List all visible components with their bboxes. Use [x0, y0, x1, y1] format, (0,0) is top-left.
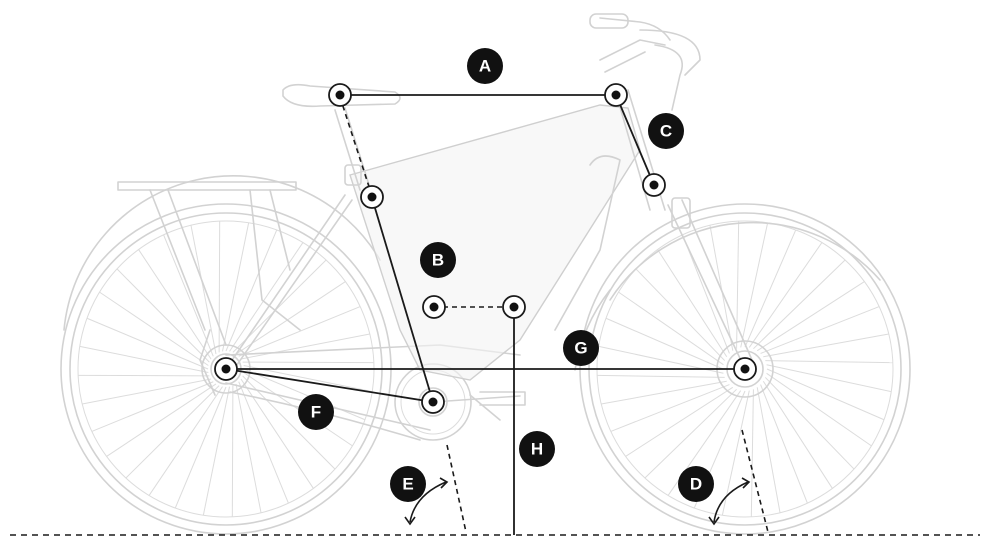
- bottom-bracket-point: [421, 390, 445, 414]
- wheel-spoke: [78, 374, 210, 377]
- wheel-spoke: [766, 372, 872, 447]
- rear-fender: [63, 175, 381, 331]
- wheel-spoke: [610, 384, 730, 432]
- label-badge-e: E: [390, 466, 426, 502]
- head-tube-top-point: [604, 83, 628, 107]
- wheel-spoke: [597, 374, 725, 378]
- wheel-spoke: [763, 333, 889, 358]
- measurement-points: [214, 83, 757, 414]
- wheel-spoke: [138, 249, 212, 360]
- rear-rack: [117, 181, 301, 346]
- bicycle-illustration: [60, 13, 911, 535]
- wheel-spoke: [190, 225, 217, 355]
- wheel-spoke: [242, 361, 374, 364]
- wheel-spoke: [82, 378, 212, 405]
- wheel-spoke: [91, 381, 214, 432]
- wheel-spoke: [625, 386, 734, 457]
- wheel-spoke: [756, 281, 865, 352]
- wheel-spoke: [174, 386, 227, 509]
- wheel-spoke: [765, 360, 893, 364]
- wheel-spoke: [221, 222, 250, 352]
- wheel-spoke: [748, 242, 823, 348]
- wheel-spoke: [753, 259, 846, 350]
- wheel-spoke: [238, 381, 289, 504]
- rear-axle-point: [214, 357, 238, 381]
- wheel-spoke: [682, 234, 730, 354]
- saddle: [282, 83, 401, 108]
- front-axle-point: [733, 357, 757, 381]
- handlebar: [589, 13, 701, 111]
- wheel-spoke: [86, 317, 209, 370]
- saddle-point: [328, 83, 352, 107]
- wheel-spoke: [744, 229, 797, 348]
- label-badge-f: F: [298, 394, 334, 430]
- wheel-spoke: [709, 225, 734, 351]
- bottom-bracket-ref-point-right: [502, 295, 526, 319]
- label-badge-h: H: [519, 431, 555, 467]
- wheel-spoke: [766, 364, 892, 393]
- seat-tube-line: [371, 197, 434, 403]
- angle-arrow-e: [409, 481, 447, 523]
- label-h: H: [531, 440, 543, 459]
- wheel-spoke: [760, 384, 808, 504]
- wheel-spoke: [99, 291, 209, 366]
- wheel-spoke: [766, 368, 885, 421]
- label-badge-d: D: [678, 466, 714, 502]
- head-tube-bottom-point: [642, 173, 666, 197]
- label-badge-b: B: [420, 242, 456, 278]
- label-a: A: [479, 57, 491, 76]
- wheel-spoke: [116, 268, 210, 363]
- wheel-spoke: [243, 372, 353, 447]
- wheel-spoke: [106, 383, 217, 457]
- front-fender: [609, 221, 881, 301]
- wheel-spoke: [605, 317, 724, 370]
- seat-tube-point: [360, 185, 384, 209]
- label-b: B: [432, 251, 444, 270]
- wheel-spoke: [235, 281, 346, 355]
- wheel-spoke: [231, 385, 234, 517]
- wheel-spoke: [756, 387, 781, 513]
- wheel-spoke: [644, 388, 737, 479]
- geometry-measurements: [225, 94, 769, 535]
- label-g: G: [574, 339, 587, 358]
- wheel-spoke: [235, 383, 262, 513]
- wheel-spoke: [240, 333, 370, 360]
- label-c: C: [660, 122, 672, 141]
- wheel-spoke: [125, 385, 220, 479]
- wheel-spoke: [764, 377, 855, 470]
- wheel-spoke: [750, 389, 754, 517]
- measure-line-f: [225, 368, 434, 403]
- label-f: F: [311, 403, 321, 422]
- wheel-spoke: [242, 375, 336, 470]
- angle-arrow-d: [713, 481, 749, 523]
- label-d: D: [690, 475, 702, 494]
- wheel-spoke: [618, 291, 724, 366]
- wheel-spoke: [225, 229, 278, 352]
- measure-line-c: [615, 94, 655, 186]
- label-badge-g: G: [563, 330, 599, 366]
- wheel-spoke: [163, 234, 214, 357]
- bottom-bracket-ref-point-left: [422, 295, 446, 319]
- wheel-spoke: [740, 222, 769, 348]
- wheel-spoke: [635, 268, 726, 361]
- label-e: E: [402, 475, 413, 494]
- label-badge-a: A: [467, 48, 503, 84]
- wheel-spoke: [79, 345, 209, 374]
- wheel-spoke: [601, 380, 727, 405]
- wheel-spoke: [243, 368, 366, 421]
- wheel-spoke: [762, 380, 833, 489]
- wheel-spoke: [238, 306, 361, 357]
- wheel-spoke: [657, 249, 728, 358]
- angle-line-e: [446, 444, 467, 533]
- wheel-spoke: [760, 306, 880, 354]
- wheel-spoke: [721, 390, 750, 516]
- wheel-spoke: [148, 386, 223, 496]
- label-badge-c: C: [648, 113, 684, 149]
- wheel-spoke: [202, 386, 231, 516]
- wheel-spoke: [218, 221, 221, 353]
- wheel-spoke: [229, 242, 304, 352]
